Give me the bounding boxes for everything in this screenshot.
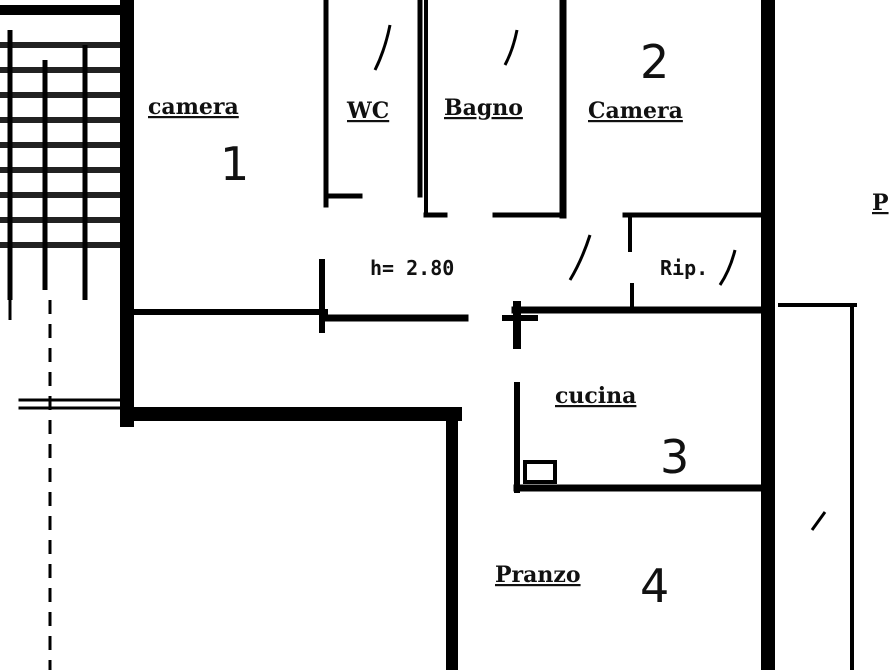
ceiling-height-label: h= 2.80 <box>370 256 454 280</box>
door-marks <box>373 24 737 286</box>
wc-label: WC <box>346 98 389 124</box>
edge-letter: P <box>872 190 889 216</box>
bagno-label: Bagno <box>444 95 523 121</box>
room-1-name: camera <box>148 94 239 120</box>
room-4-name: Pranzo <box>495 562 581 588</box>
room-3-name: cucina <box>555 383 636 409</box>
room-1-number: 1 <box>220 137 249 191</box>
room-3-number: 3 <box>660 430 689 484</box>
ripostiglio-label: Rip. <box>660 256 708 280</box>
room-4-number: 4 <box>640 559 669 613</box>
staircase <box>0 20 125 670</box>
room-2-name: Camera <box>588 98 683 124</box>
room-2-number: 2 <box>640 35 669 89</box>
walls <box>0 0 857 670</box>
